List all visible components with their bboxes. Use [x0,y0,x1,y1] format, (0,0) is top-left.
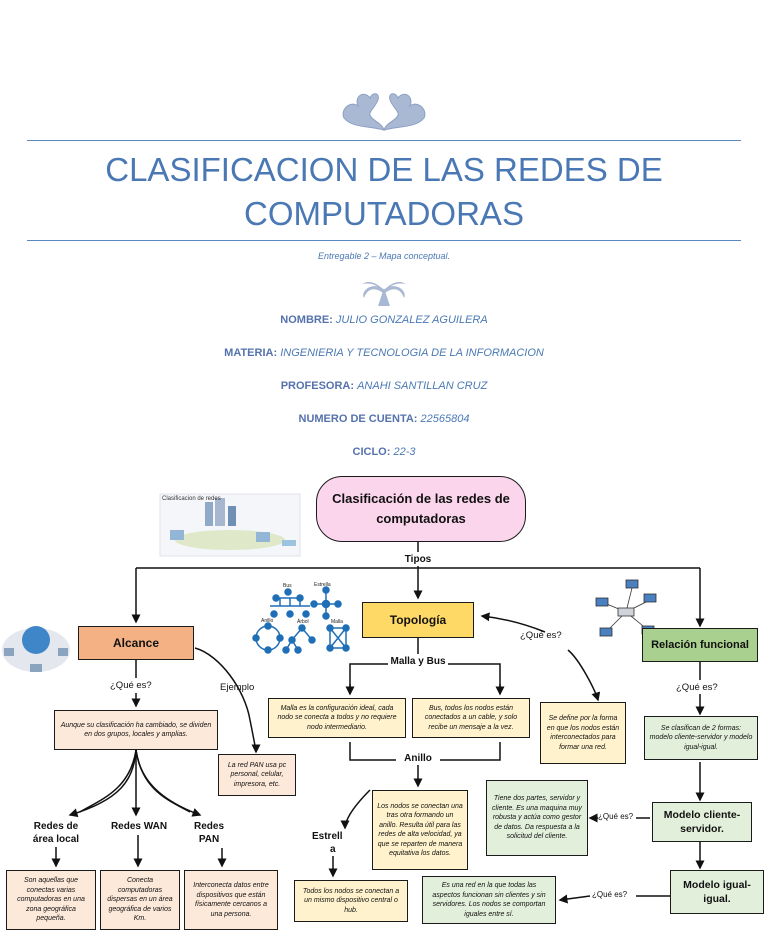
network-collage-icon [159,493,301,557]
topologia-que-es: ¿Qué es? [520,630,562,641]
nombre-value: JULIO GONZALEZ AGUILERA [335,314,488,326]
ornament-middle-icon [362,282,406,306]
bus-definition: Bus, todos los nodos están conectados a … [412,698,530,738]
profesora-value: ANAHI SANTILLAN CRUZ [357,380,488,392]
globe-network-icon [2,626,70,672]
cliente-servidor-que-es: ¿Qué es? [598,812,634,821]
estrella-label-line2: a [330,844,336,855]
topo-label-malla: Malla [331,619,343,625]
tipos-label: Tipos [404,554,432,565]
materia-value: INGENIERIA Y TECNOLOGIA DE LA INFORMACIO… [280,347,544,359]
nombre-label: NOMBRE: [280,314,333,326]
lan-definition: Son aquellas que conectas varias computa… [6,870,96,930]
topo-label-anillo: Anillo [261,618,273,624]
info-cuenta: NUMERO DE CUENTA: 22565804 [0,413,768,425]
title-line-2: COMPUTADORAS [244,195,524,232]
info-materia: MATERIA: INGENIERIA Y TECNOLOGIA DE LA I… [0,347,768,359]
alcance-label: Alcance [112,636,160,650]
pan-example: La red PAN usa pc personal, celular, imp… [218,754,296,796]
page-title: CLASIFICACION DE LAS REDES DE COMPUTADOR… [60,148,708,236]
relacion-que-es: ¿Qué es? [676,682,718,693]
estrella-label-line1: Estrell [312,831,343,842]
topologia-label: Topología [389,613,447,627]
topo-label-arbol: Árbol [297,618,309,625]
profesora-label: PROFESORA: [280,380,355,392]
igual-igual-label: Modelo igual-igual. [683,879,751,905]
estrella-label: Estrell a [312,830,352,856]
alcance-definition: Aunque su clasificación ha cambiado, se … [54,710,218,750]
alcance-que-es: ¿Qué es? [110,680,152,691]
anillo-label: Anillo [396,752,440,765]
igual-igual-definition: Es una red en la que todas las aspectos … [422,876,556,924]
info-profesora: PROFESORA: ANAHI SANTILLAN CRUZ [0,380,768,392]
cliente-servidor-node: Modelo cliente-servidor. [652,802,752,842]
cliente-servidor-label: Modelo cliente-servidor. [663,809,741,835]
cuenta-value: 22565804 [420,413,470,425]
topologia-definition: Se define por la forma en que los nodos … [540,702,626,764]
topo-label-estrella: Estrella [314,582,331,588]
img-caption: Clasificacion de redes [162,496,221,502]
ejemplo-label: Ejemplo [220,682,255,693]
igual-igual-que-es: ¿Qué es? [592,890,628,899]
root-label: Clasificación de las redes de computador… [332,491,510,526]
info-ciclo: CICLO: 22-3 [0,446,768,458]
relacion-definition: Se clasifican de 2 formas: modelo client… [644,716,758,760]
topo-label-bus: Bus [283,583,292,589]
topology-diagrams-icon [252,586,350,654]
wan-definition: Conecta computadoras dispersas en un áre… [100,870,180,930]
malla-bus-label: Malla y Bus [388,655,448,668]
cuenta-label: NUMERO DE CUENTA: [298,413,418,425]
ciclo-value: 22-3 [393,446,416,458]
relacion-funcional-node: Relación funcional [642,628,758,662]
ornament-top-icon [342,93,426,131]
relacion-label: Relación funcional [651,639,749,651]
redes-pan-label: Redes PAN [193,821,224,845]
topologia-node: Topología [362,602,474,638]
root-node: Clasificación de las redes de computador… [316,476,526,542]
estrella-definition: Todos los nodos se conectan a un mismo d… [294,880,408,922]
divider-top [27,140,741,141]
divider-bottom [27,240,741,241]
cliente-servidor-definition: Tiene dos partes, servidor y cliente. Es… [486,780,588,856]
ciclo-label: CICLO: [352,446,391,458]
materia-label: MATERIA: [224,347,278,359]
subtitle: Entregable 2 – Mapa conceptual. [317,251,451,261]
alcance-node: Alcance [78,626,194,660]
redes-wan-label: Redes WAN [110,821,168,832]
pan-definition: Interconecta datos entre dispositivos qu… [184,870,278,930]
igual-igual-node: Modelo igual-igual. [670,870,764,914]
redes-area-local-label: Redes de área local [32,821,80,845]
title-line-1: CLASIFICACION DE LAS REDES DE [105,151,663,188]
anillo-definition: Los nodos se conectan una tras otra form… [372,790,468,870]
malla-definition: Malla es la configuración ideal, cada no… [268,698,406,738]
info-nombre: NOMBRE: JULIO GONZALEZ AGUILERA [0,314,768,326]
